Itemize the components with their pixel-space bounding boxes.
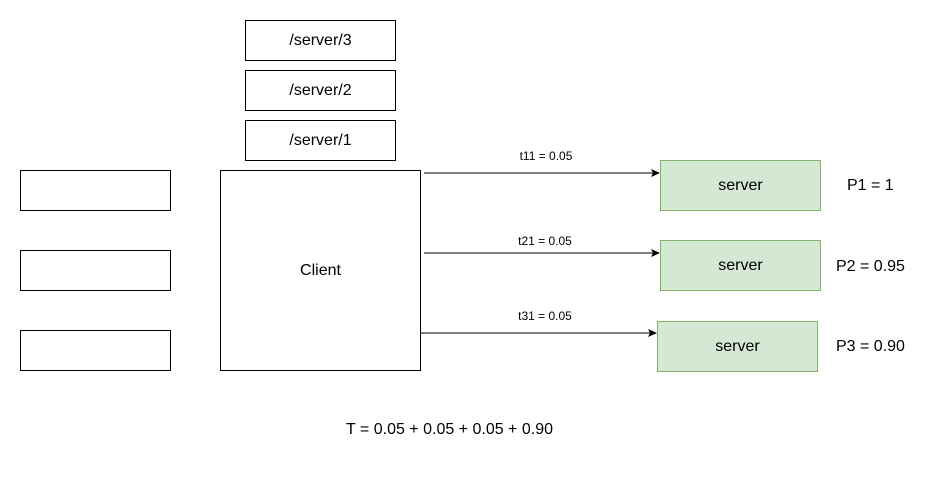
- server-label: server: [718, 176, 763, 194]
- client-label: Client: [300, 261, 341, 279]
- queue-box-1: [20, 170, 171, 211]
- path-box-server-2: /server/2: [245, 70, 396, 111]
- queue-box-2: [20, 250, 171, 291]
- server-label: server: [715, 337, 760, 355]
- server-label: server: [718, 256, 763, 274]
- path-box-server-3: /server/3: [245, 20, 396, 61]
- edge-label-t11: t11 = 0.05: [519, 149, 573, 163]
- edge-label-t21: t21 = 0.05: [518, 234, 572, 248]
- path-box-server-1: /server/1: [245, 120, 396, 161]
- server-box-2: server: [660, 240, 821, 291]
- path-label: /server/1: [289, 131, 352, 149]
- probability-p2: P2 = 0.95: [836, 258, 905, 275]
- server-box-1: server: [660, 160, 821, 211]
- total-formula: T = 0.05 + 0.05 + 0.05 + 0.90: [346, 421, 553, 438]
- edge-label-t31: t31 = 0.05: [518, 309, 572, 323]
- client-box: Client: [220, 170, 421, 371]
- path-label: /server/3: [289, 31, 352, 49]
- probability-p3: P3 = 0.90: [836, 338, 905, 355]
- server-box-3: server: [657, 321, 818, 372]
- queue-box-3: [20, 330, 171, 371]
- path-label: /server/2: [289, 81, 352, 99]
- probability-p1: P1 = 1: [847, 177, 894, 194]
